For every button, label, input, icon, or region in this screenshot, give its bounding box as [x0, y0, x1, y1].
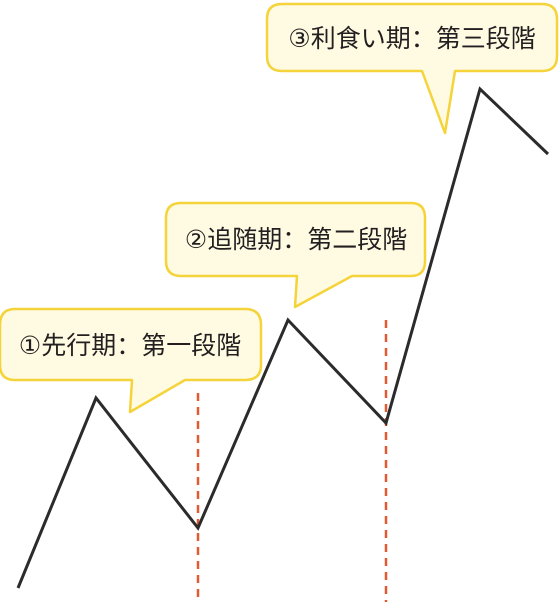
phase-2-label: ②追随期：第二段階 [185, 225, 407, 254]
phase-1-callout: ①先行期：第一段階 [0, 307, 263, 414]
trend-line [16, 86, 550, 589]
phase-3-bubble [265, 2, 559, 135]
phase-1-label: ①先行期：第一段階 [19, 331, 241, 360]
phase-2-callout: ②追随期：第二段階 [164, 201, 427, 309]
phase-2-bubble [164, 201, 427, 309]
phase-3-callout: ③利食い期：第三段階 [265, 2, 559, 135]
phase-3-label: ③利食い期：第三段階 [288, 24, 535, 53]
phase-1-bubble [0, 307, 263, 414]
